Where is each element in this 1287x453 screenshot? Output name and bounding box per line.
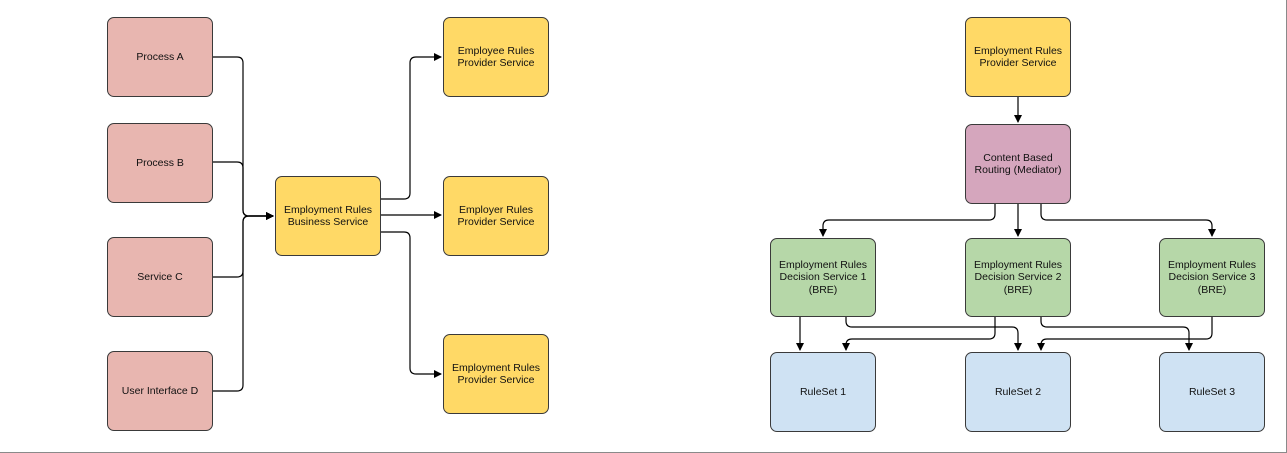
edge-mediator-to-decision-1 — [819, 204, 996, 237]
edge-decision-2-to-ruleset-1 — [842, 317, 996, 351]
node-employment-rules-provider-service-right[interactable]: Employment Rules Provider Service — [965, 17, 1071, 97]
node-employer-rules-provider-service[interactable]: Employer Rules Provider Service — [443, 176, 549, 256]
edge-decision-3-to-ruleset-2 — [1037, 317, 1213, 351]
edge-business-service-to-employee-provider — [381, 53, 442, 200]
node-decision-service-2[interactable]: Employment Rules Decision Service 2 (BRE… — [965, 238, 1071, 317]
edge-mediator-to-decision-3 — [1040, 204, 1216, 237]
node-employment-rules-provider-service-left[interactable]: Employment Rules Provider Service — [443, 334, 549, 414]
edge-user-interface-d-to-business-service — [212, 212, 274, 392]
node-ruleset-1[interactable]: RuleSet 1 — [770, 352, 876, 432]
node-employment-rules-business-service[interactable]: Employment Rules Business Service — [275, 176, 381, 256]
node-employee-rules-provider-service[interactable]: Employee Rules Provider Service — [443, 17, 549, 97]
node-ruleset-2[interactable]: RuleSet 2 — [965, 352, 1071, 432]
node-decision-service-3[interactable]: Employment Rules Decision Service 3 (BRE… — [1159, 238, 1265, 317]
node-content-based-routing-mediator[interactable]: Content Based Routing (Mediator) — [965, 124, 1071, 204]
node-decision-service-1[interactable]: Employment Rules Decision Service 1 (BRE… — [770, 238, 876, 317]
node-process-b[interactable]: Process B — [107, 123, 213, 203]
edge-decision-2-to-ruleset-3 — [1040, 317, 1193, 351]
edge-process-b-to-business-service — [212, 161, 274, 220]
node-process-a[interactable]: Process A — [107, 17, 213, 97]
node-service-c[interactable]: Service C — [107, 237, 213, 317]
edge-business-service-to-employment-provider — [381, 231, 442, 378]
node-ruleset-3[interactable]: RuleSet 3 — [1159, 352, 1265, 432]
edge-decision-1-to-ruleset-2 — [845, 317, 1022, 351]
node-user-interface-d[interactable]: User Interface D — [107, 351, 213, 431]
